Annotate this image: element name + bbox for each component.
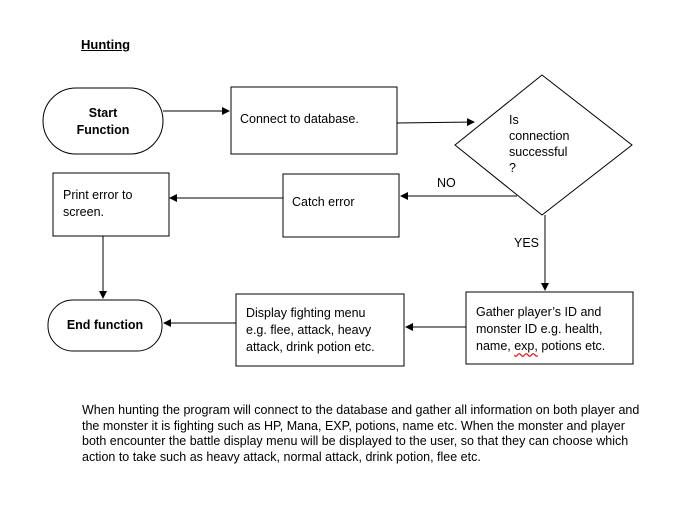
decision-line: Is — [509, 113, 519, 127]
start-label: Start Function — [76, 106, 130, 137]
gather-text: potions etc. — [537, 339, 606, 353]
print-error-line: screen. — [63, 205, 104, 219]
display-menu-line: e.g. flee, attack, heavy — [246, 323, 372, 337]
spellcheck-flagged-word: exp, — [514, 339, 538, 353]
decision-line: connection — [509, 129, 570, 143]
gather-line: monster ID e.g. health, — [476, 322, 603, 336]
display-menu-line: Display fighting menu — [246, 306, 366, 320]
print-error-label: Print error to screen. — [63, 187, 163, 221]
gather-line: name, exp, potions etc. — [476, 338, 631, 355]
print-error-box — [52, 172, 170, 237]
display-menu-box — [235, 293, 405, 367]
display-menu-line: attack, drink potion etc. — [246, 340, 375, 354]
arrow-connect-to-decision — [396, 118, 475, 127]
end-label: End function — [66, 318, 144, 332]
display-menu-label: Display fighting menu e.g. flee, attack,… — [246, 305, 401, 356]
no-label: NO — [437, 176, 456, 190]
connect-box — [230, 86, 398, 155]
gather-line: Gather player’s ID and — [476, 305, 602, 319]
yes-label: YES — [514, 236, 540, 250]
decision-line: ? — [509, 161, 516, 175]
catch-error-label: Catch error — [292, 195, 355, 209]
catch-error-box — [282, 173, 400, 238]
start-terminator — [42, 87, 164, 155]
description-paragraph: When hunting the program will connect to… — [82, 403, 640, 464]
gather-box — [465, 291, 634, 365]
gather-label: Gather player’s ID and monster ID e.g. h… — [476, 304, 631, 355]
decision-label: Is connection successful ? — [509, 112, 589, 176]
decision-diamond — [454, 74, 633, 216]
connect-label: Connect to database. — [240, 112, 359, 126]
decision-line: successful — [509, 145, 568, 159]
end-terminator — [47, 299, 163, 352]
page-title: Hunting — [81, 37, 131, 52]
gather-text: name, — [476, 339, 515, 353]
print-error-line: Print error to — [63, 188, 133, 202]
